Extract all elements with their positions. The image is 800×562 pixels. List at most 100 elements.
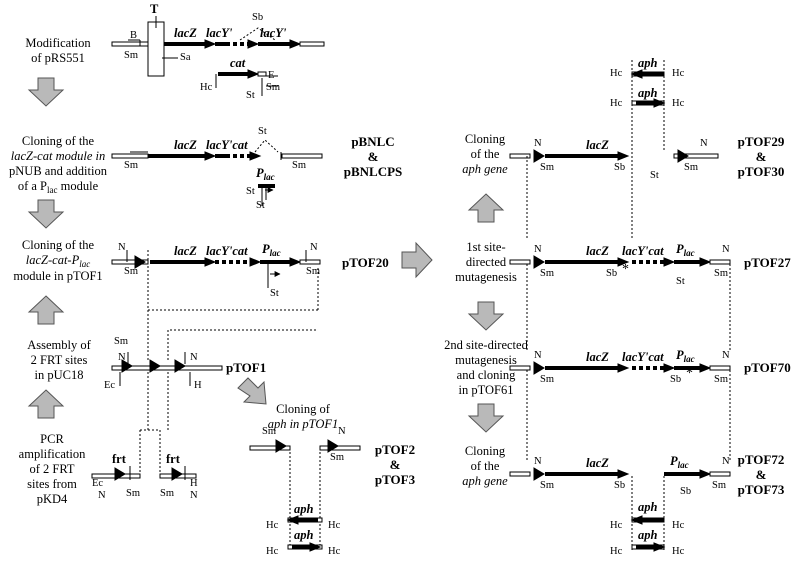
site-Sm-6: Sm: [306, 266, 321, 277]
gene-lacz-6: lacZ: [586, 350, 609, 364]
site-Ec-2: Ec: [92, 478, 104, 489]
step-first-mutagenesis: 1st site- directed mutagenesis: [455, 240, 517, 284]
site-Sb-5: Sb: [614, 480, 626, 491]
site-Sm-5: Sm: [124, 266, 139, 277]
step-second-mutagenesis: 2nd site-directed mutagenesis and clonin…: [444, 338, 528, 397]
site-Hc-12: Hc: [610, 546, 623, 557]
site-Hc-2: Hc: [266, 520, 279, 531]
gene-lacz-5: lacZ: [586, 244, 609, 258]
gene-lacz-2: lacZ: [174, 138, 197, 152]
plasmid-ptof27: pTOF27: [744, 255, 791, 270]
site-Sm-10: Sm: [262, 426, 277, 437]
site-Sm-14: Sm: [540, 268, 555, 279]
site-Hc-8: Hc: [610, 98, 623, 109]
site-Sm-17: Sm: [714, 374, 729, 385]
gene-aph-6: aph: [638, 528, 658, 542]
plasmid-ptof20: pTOF20: [342, 255, 389, 270]
site-N-15: N: [722, 456, 730, 467]
site-Hc-13: Hc: [672, 546, 685, 557]
gene-lacy-2: lacY': [260, 26, 287, 40]
site-N-4: N: [190, 352, 198, 363]
site-N-2: N: [310, 242, 318, 253]
plasmid-ptof70: pTOF70: [744, 360, 791, 375]
arrow-right-mid: [401, 241, 433, 279]
site-Sm-1: Sm: [124, 50, 139, 61]
gene-lacy-cat-4: lacY'cat: [622, 350, 664, 364]
site-Sm-15: Sm: [714, 268, 729, 279]
site-Sm-4: Sm: [292, 160, 307, 171]
step-modification: Modification of pRS551: [25, 36, 91, 65]
pbnlc-construct: [111, 139, 323, 206]
site-H-1: H: [194, 380, 202, 391]
site-Sm-7: Sm: [114, 336, 129, 347]
site-Hc-4: Hc: [266, 546, 279, 557]
gene-aph-4: aph: [638, 86, 658, 100]
site-N-8: N: [534, 138, 542, 149]
gene-frt-2: frt: [166, 452, 180, 466]
plasmid-ptof29: pTOF29 & pTOF30: [737, 134, 785, 179]
gene-lacy-1: lacY': [206, 26, 233, 40]
gene-aph-1: aph: [294, 502, 314, 516]
site-H-2: H: [190, 478, 198, 489]
site-star-1: *: [622, 262, 629, 277]
arrow-down-1: [27, 77, 65, 107]
plasmid-ptof2: pTOF2 & pTOF3: [374, 442, 416, 487]
site-N-11: N: [722, 244, 730, 255]
site-Hc-5: Hc: [328, 546, 341, 557]
site-Ec-1: Ec: [104, 380, 116, 391]
site-Sm-13: Sm: [684, 162, 699, 173]
site-star-2: *: [686, 366, 693, 381]
site-N-13: N: [722, 350, 730, 361]
site-N-14: N: [534, 456, 542, 467]
site-St-5: St: [270, 288, 279, 299]
ptof1-construct: [111, 310, 318, 430]
gene-lacy-cat-1: lacY'cat: [206, 138, 248, 152]
site-St-1: St: [246, 90, 255, 101]
step-cloning-aph-ptof1: Cloning of aph in pTOF1: [267, 402, 339, 431]
arrow-up-4: [27, 389, 65, 419]
site-Hc-6: Hc: [610, 68, 623, 79]
site-Sm-11: Sm: [330, 452, 345, 463]
step-cloning-aph-top: Cloning of the aph gene: [462, 132, 508, 176]
site-Sb-1: Sb: [252, 12, 264, 23]
site-Hc-10: Hc: [610, 520, 623, 531]
gene-cat: cat: [230, 56, 246, 70]
arrow-up-right-1: [467, 193, 505, 223]
frt-construct: [91, 429, 197, 481]
site-B: B: [130, 30, 138, 41]
gene-lacz-1: lacZ: [174, 26, 197, 40]
gene-lacz-7: lacZ: [586, 456, 609, 470]
aph-top: [630, 60, 666, 240]
ptof27-construct: [509, 255, 731, 350]
plasmid-ptof1: pTOF1: [226, 360, 267, 375]
step-pcr: PCR amplification of 2 FRT sites from pK…: [18, 432, 86, 506]
gene-lacz-3: lacZ: [174, 244, 197, 258]
site-St-6: St: [650, 170, 659, 181]
gene-plac-4: Plac: [676, 348, 695, 364]
site-Sb-4: Sb: [670, 374, 682, 385]
site-Sb-6: Sb: [680, 486, 692, 497]
site-Sb-2: Sb: [614, 162, 626, 173]
step-assembly: Assembly of 2 FRT sites in pUC18: [27, 338, 91, 382]
gene-T: T: [150, 2, 159, 16]
site-Hc-3: Hc: [328, 520, 341, 531]
arrow-up-3: [27, 295, 65, 325]
site-St-3: St: [246, 186, 255, 197]
site-Hc-7: Hc: [672, 68, 685, 79]
gene-aph-3: aph: [638, 56, 658, 70]
plasmid-ptof72: pTOF72 & pTOF73: [737, 452, 785, 497]
site-Sm-2: Sm: [266, 82, 281, 93]
site-Sm-8: Sm: [126, 488, 141, 499]
arrow-down-right-1: [467, 301, 505, 331]
site-Sm-19: Sm: [712, 480, 727, 491]
site-Sm-12: Sm: [540, 162, 555, 173]
plasmid-pbnlc: pBNLC & pBNLCPS: [343, 134, 403, 179]
gene-aph-5: aph: [638, 500, 658, 514]
site-St-2: St: [258, 126, 267, 137]
gene-plac-3: Plac: [676, 242, 695, 258]
site-N-5: N: [98, 490, 106, 501]
gene-frt-1: frt: [112, 452, 126, 466]
gene-plac-2: Plac: [262, 242, 281, 258]
